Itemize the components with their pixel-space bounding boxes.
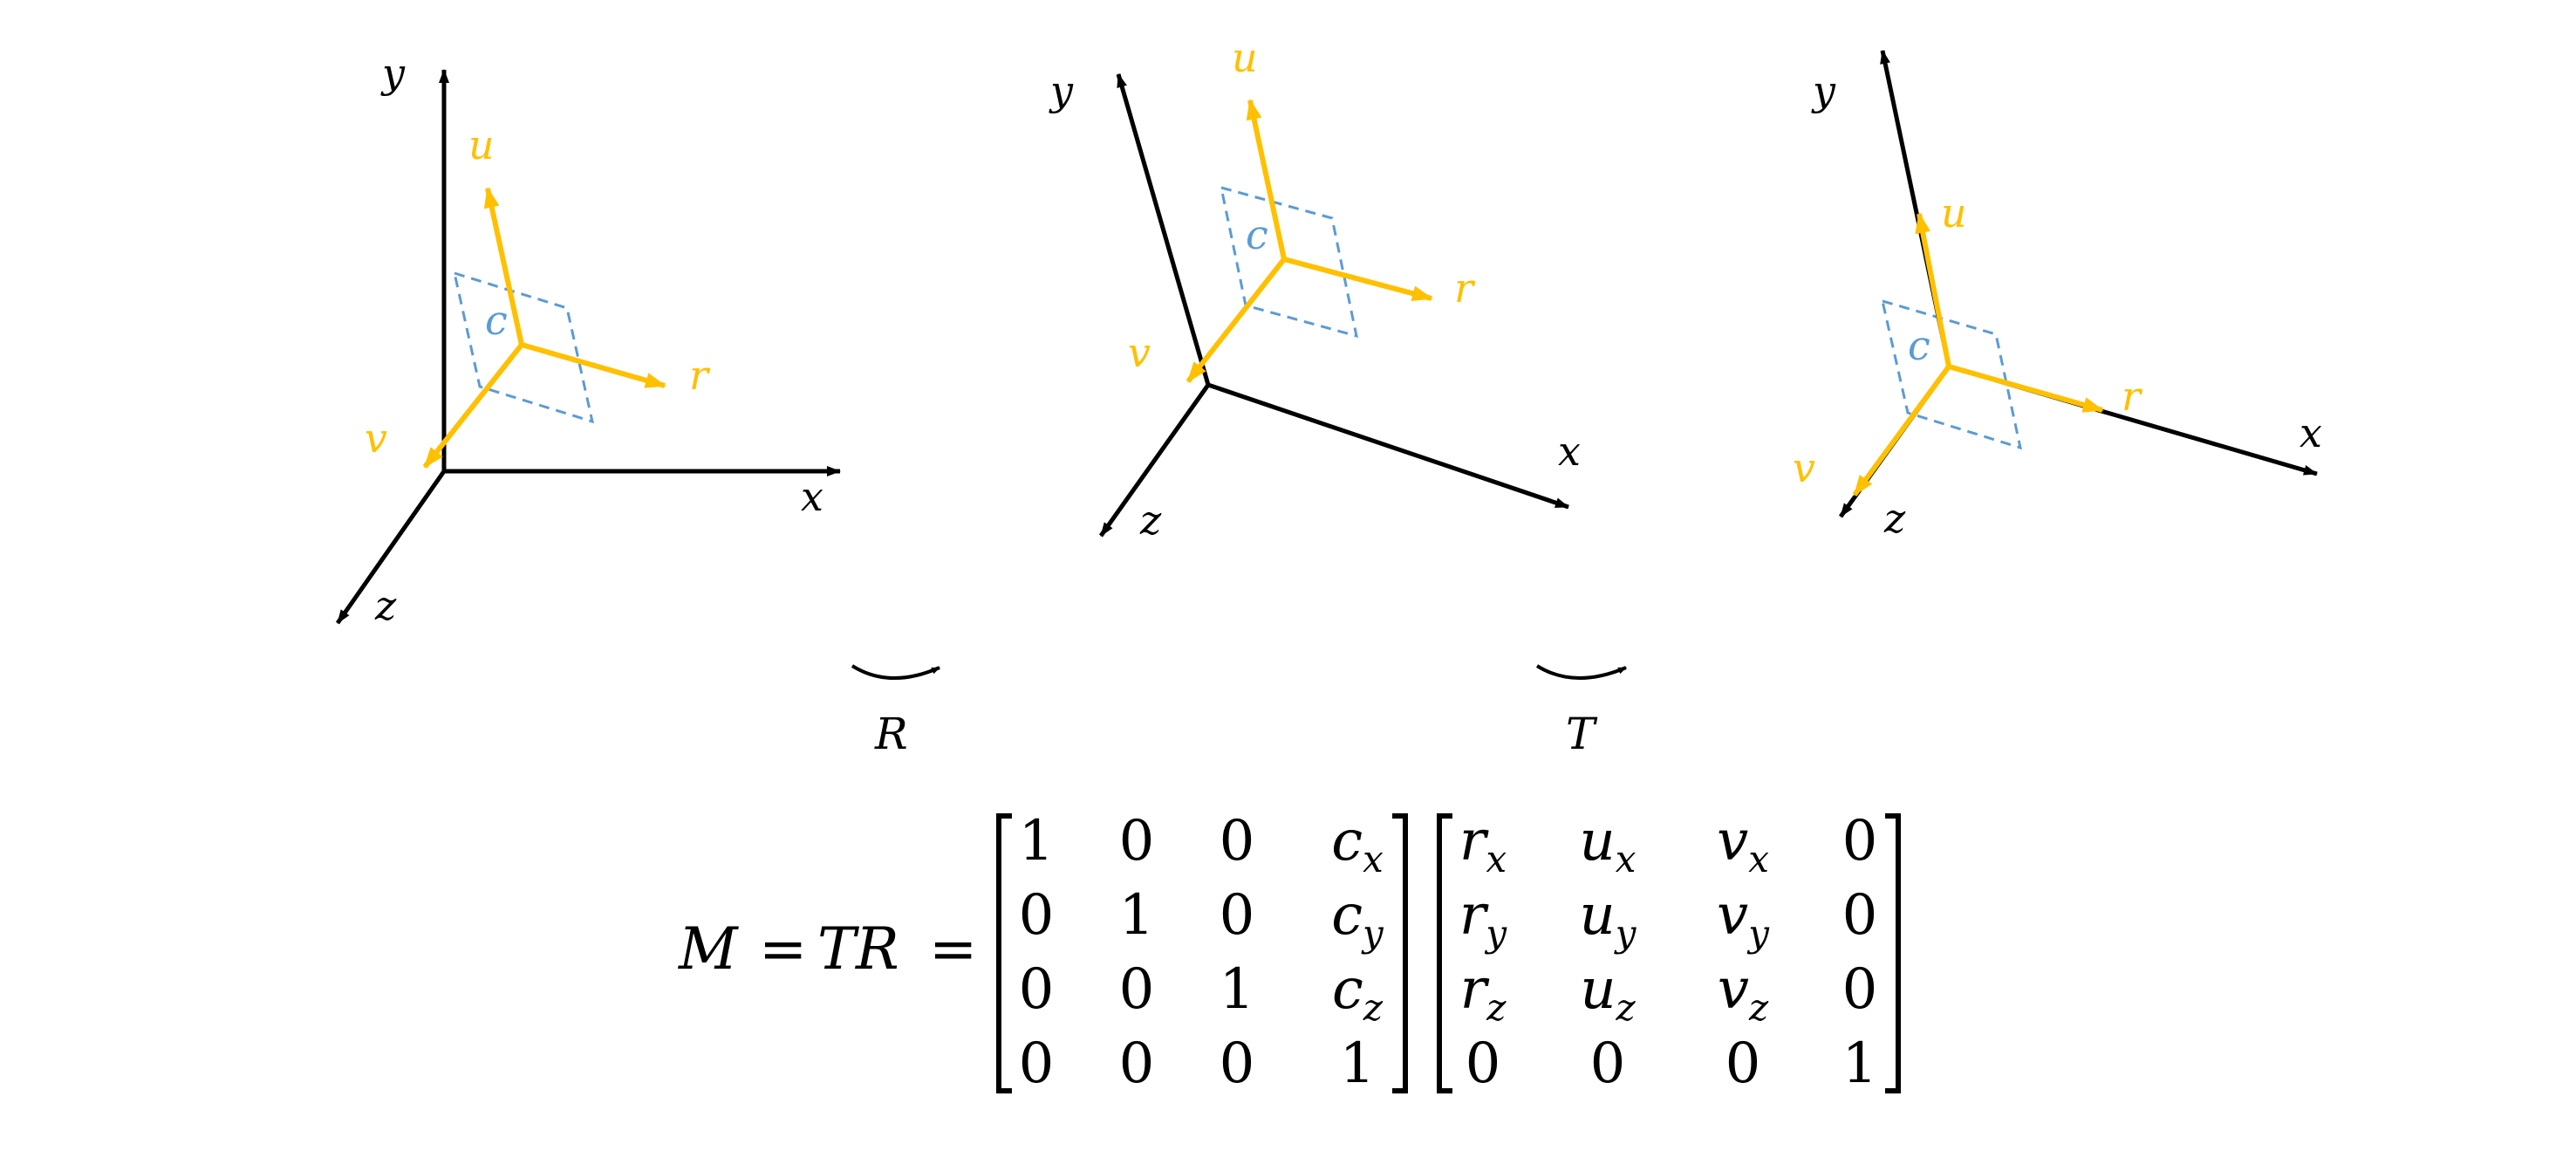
matrix-t-cell-1-0: 0 bbox=[1019, 883, 1055, 948]
v-label: v bbox=[1128, 329, 1151, 376]
matrix-r-right-bracket bbox=[1885, 813, 1901, 1093]
matrix-t-cell-0-0: 1 bbox=[1019, 809, 1055, 874]
matrix-r-cell-0-0: rx bbox=[1459, 809, 1507, 881]
matrix-r-cell-2-0: rz bbox=[1460, 957, 1507, 1029]
matrix-r-cell-0-2: vx bbox=[1717, 809, 1769, 881]
x-axis-label: x bbox=[2299, 409, 2322, 456]
matrix-t-cell-2-0: 0 bbox=[1019, 957, 1055, 1022]
matrix-r-cell-3-0: 0 bbox=[1466, 1031, 1501, 1096]
x-axis-label: x bbox=[1558, 428, 1581, 475]
z-axis-label: z bbox=[374, 582, 397, 629]
matrix-t-cell-3-0: 0 bbox=[1019, 1031, 1055, 1096]
r-vector bbox=[1948, 364, 2104, 413]
matrix-t-right-bracket bbox=[1392, 813, 1408, 1093]
translation-label: T bbox=[1566, 709, 1598, 759]
matrix-t-cell-0-2: 0 bbox=[1220, 809, 1255, 874]
matrix-t-cell-2-2: 1 bbox=[1220, 957, 1255, 1022]
u-vector bbox=[1246, 99, 1287, 260]
product-symbol: TR bbox=[817, 915, 899, 983]
matrix-t-left-bracket bbox=[996, 813, 1012, 1093]
matrix-r-cell-2-1: uz bbox=[1580, 957, 1636, 1029]
matrix-r-cell-3-2: 0 bbox=[1725, 1031, 1761, 1096]
matrix-r-cell-1-2: vy bbox=[1717, 883, 1770, 955]
x-axis-label: x bbox=[801, 473, 823, 520]
y-axis-label: y bbox=[380, 50, 406, 97]
v-label: v bbox=[365, 415, 387, 462]
rotation-arrow: R bbox=[851, 664, 940, 759]
equals-sign-1: = bbox=[759, 915, 807, 983]
u-label: u bbox=[1232, 34, 1258, 81]
z-axis-label: z bbox=[1139, 497, 1162, 544]
matrix-t-cell-3-1: 0 bbox=[1119, 1031, 1155, 1096]
rotation-label: R bbox=[874, 709, 908, 759]
u-label: u bbox=[468, 121, 495, 168]
r-label: r bbox=[1454, 264, 1476, 312]
matrix-t-cell-0-3: cx bbox=[1331, 809, 1384, 881]
matrix-t-cell-2-3: cz bbox=[1332, 957, 1384, 1029]
matrix-t-cell-2-1: 0 bbox=[1119, 957, 1155, 1022]
v-vector bbox=[1852, 365, 1951, 497]
u-label: u bbox=[1941, 189, 1967, 236]
lhs-symbol: M bbox=[678, 915, 739, 983]
image-plane bbox=[1880, 298, 2023, 450]
matrix-r-left-bracket bbox=[1437, 813, 1452, 1093]
r-vector bbox=[1283, 257, 1433, 302]
matrix-r-cell-0-1: ux bbox=[1580, 809, 1636, 881]
equals-sign-2: = bbox=[929, 915, 977, 983]
z-axis bbox=[335, 469, 447, 625]
matrix-t-cell-1-3: cy bbox=[1331, 883, 1384, 955]
y-axis-label: y bbox=[1811, 67, 1836, 114]
matrix-r-cell-3-3: 1 bbox=[1842, 1031, 1878, 1096]
r-label: r bbox=[2122, 373, 2143, 420]
z-axis bbox=[1098, 383, 1211, 538]
matrix-t-cell-1-2: 0 bbox=[1220, 883, 1255, 948]
matrix-r-cell-2-3: 0 bbox=[1842, 957, 1878, 1022]
v-vector bbox=[422, 343, 524, 469]
z-axis-label: z bbox=[1883, 495, 1906, 542]
y-axis-label: y bbox=[1049, 67, 1074, 114]
c-label: c bbox=[1246, 211, 1268, 258]
v-vector bbox=[1186, 257, 1287, 383]
matrix-r-cell-1-0: ry bbox=[1459, 883, 1508, 955]
matrix-r-cell-1-1: uy bbox=[1580, 883, 1637, 955]
c-label: c bbox=[1908, 322, 1930, 369]
matrix-t-cell-3-3: 1 bbox=[1340, 1031, 1376, 1096]
matrix-t-cell-1-1: 1 bbox=[1119, 883, 1155, 948]
image-plane bbox=[1220, 185, 1358, 339]
c-label: c bbox=[485, 297, 508, 344]
r-vector bbox=[521, 342, 666, 388]
matrix-t-cell-3-2: 0 bbox=[1220, 1031, 1255, 1096]
u-vector bbox=[1915, 212, 1951, 367]
matrix-r-cell-0-3: 0 bbox=[1842, 809, 1878, 874]
matrix-r-cell-2-2: vz bbox=[1718, 957, 1769, 1029]
matrix-r-cell-3-1: 0 bbox=[1590, 1031, 1626, 1096]
matrix-r-cell-1-3: 0 bbox=[1842, 883, 1878, 948]
panel-1: y x z u r v c bbox=[335, 50, 841, 629]
u-vector bbox=[483, 187, 524, 346]
image-plane bbox=[452, 271, 595, 424]
r-label: r bbox=[689, 352, 711, 399]
panel-3: y x z u r v c bbox=[1793, 50, 2322, 542]
translation-arrow: T bbox=[1535, 664, 1627, 759]
v-label: v bbox=[1793, 444, 1815, 491]
matrix-t-cell-0-1: 0 bbox=[1119, 809, 1155, 874]
y-axis bbox=[1116, 73, 1211, 386]
x-axis bbox=[1207, 382, 1569, 510]
panel-2: y x z u r v c bbox=[1049, 34, 1581, 544]
